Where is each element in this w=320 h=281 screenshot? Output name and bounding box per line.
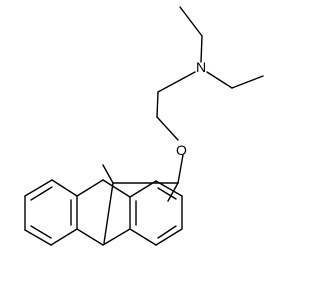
bond-left-ring [24,229,52,246]
nitrogen-atom-label: N [196,59,206,75]
bond-n-ch2 [157,71,196,93]
bond-bridgehead-right-ring-bottom [102,228,131,246]
bond-ethyl2-ch3 [231,75,264,89]
bond-left-ring [51,179,78,197]
bond-right-ring-double [157,225,177,239]
bond-right-ring [155,228,183,246]
bonds [24,6,264,246]
bond-right-ring [129,228,157,246]
bond-left-ring-double [30,225,52,239]
bond-ch2-ch2 [156,91,159,118]
bond-bridgehead-right-ring-top [102,179,131,198]
bond-right-ring [155,180,183,197]
bond-bridge-down [103,182,114,244]
bond-right-ring-double [157,187,177,200]
bond-left-ring [50,228,78,246]
bond-right-ring [129,180,157,198]
structure-diagram: N O [24,6,264,246]
bond-n-ethyl1 [200,35,203,63]
bond-bridge-side [167,182,179,202]
bond-ethyl1-ch3 [179,6,203,37]
bond-ch2-o [156,116,179,141]
oxygen-atom-label: O [176,142,187,158]
bond-left-ring-double [30,186,53,201]
bond-n-ethyl2 [206,71,233,89]
bond-bridgehead-bridge [102,164,114,184]
bond-ring-bridgehead-top [76,179,104,197]
bond-ring-bridgehead-bottom [76,228,104,246]
bond-o-bridge [177,154,184,184]
bond-left-ring [24,179,53,197]
